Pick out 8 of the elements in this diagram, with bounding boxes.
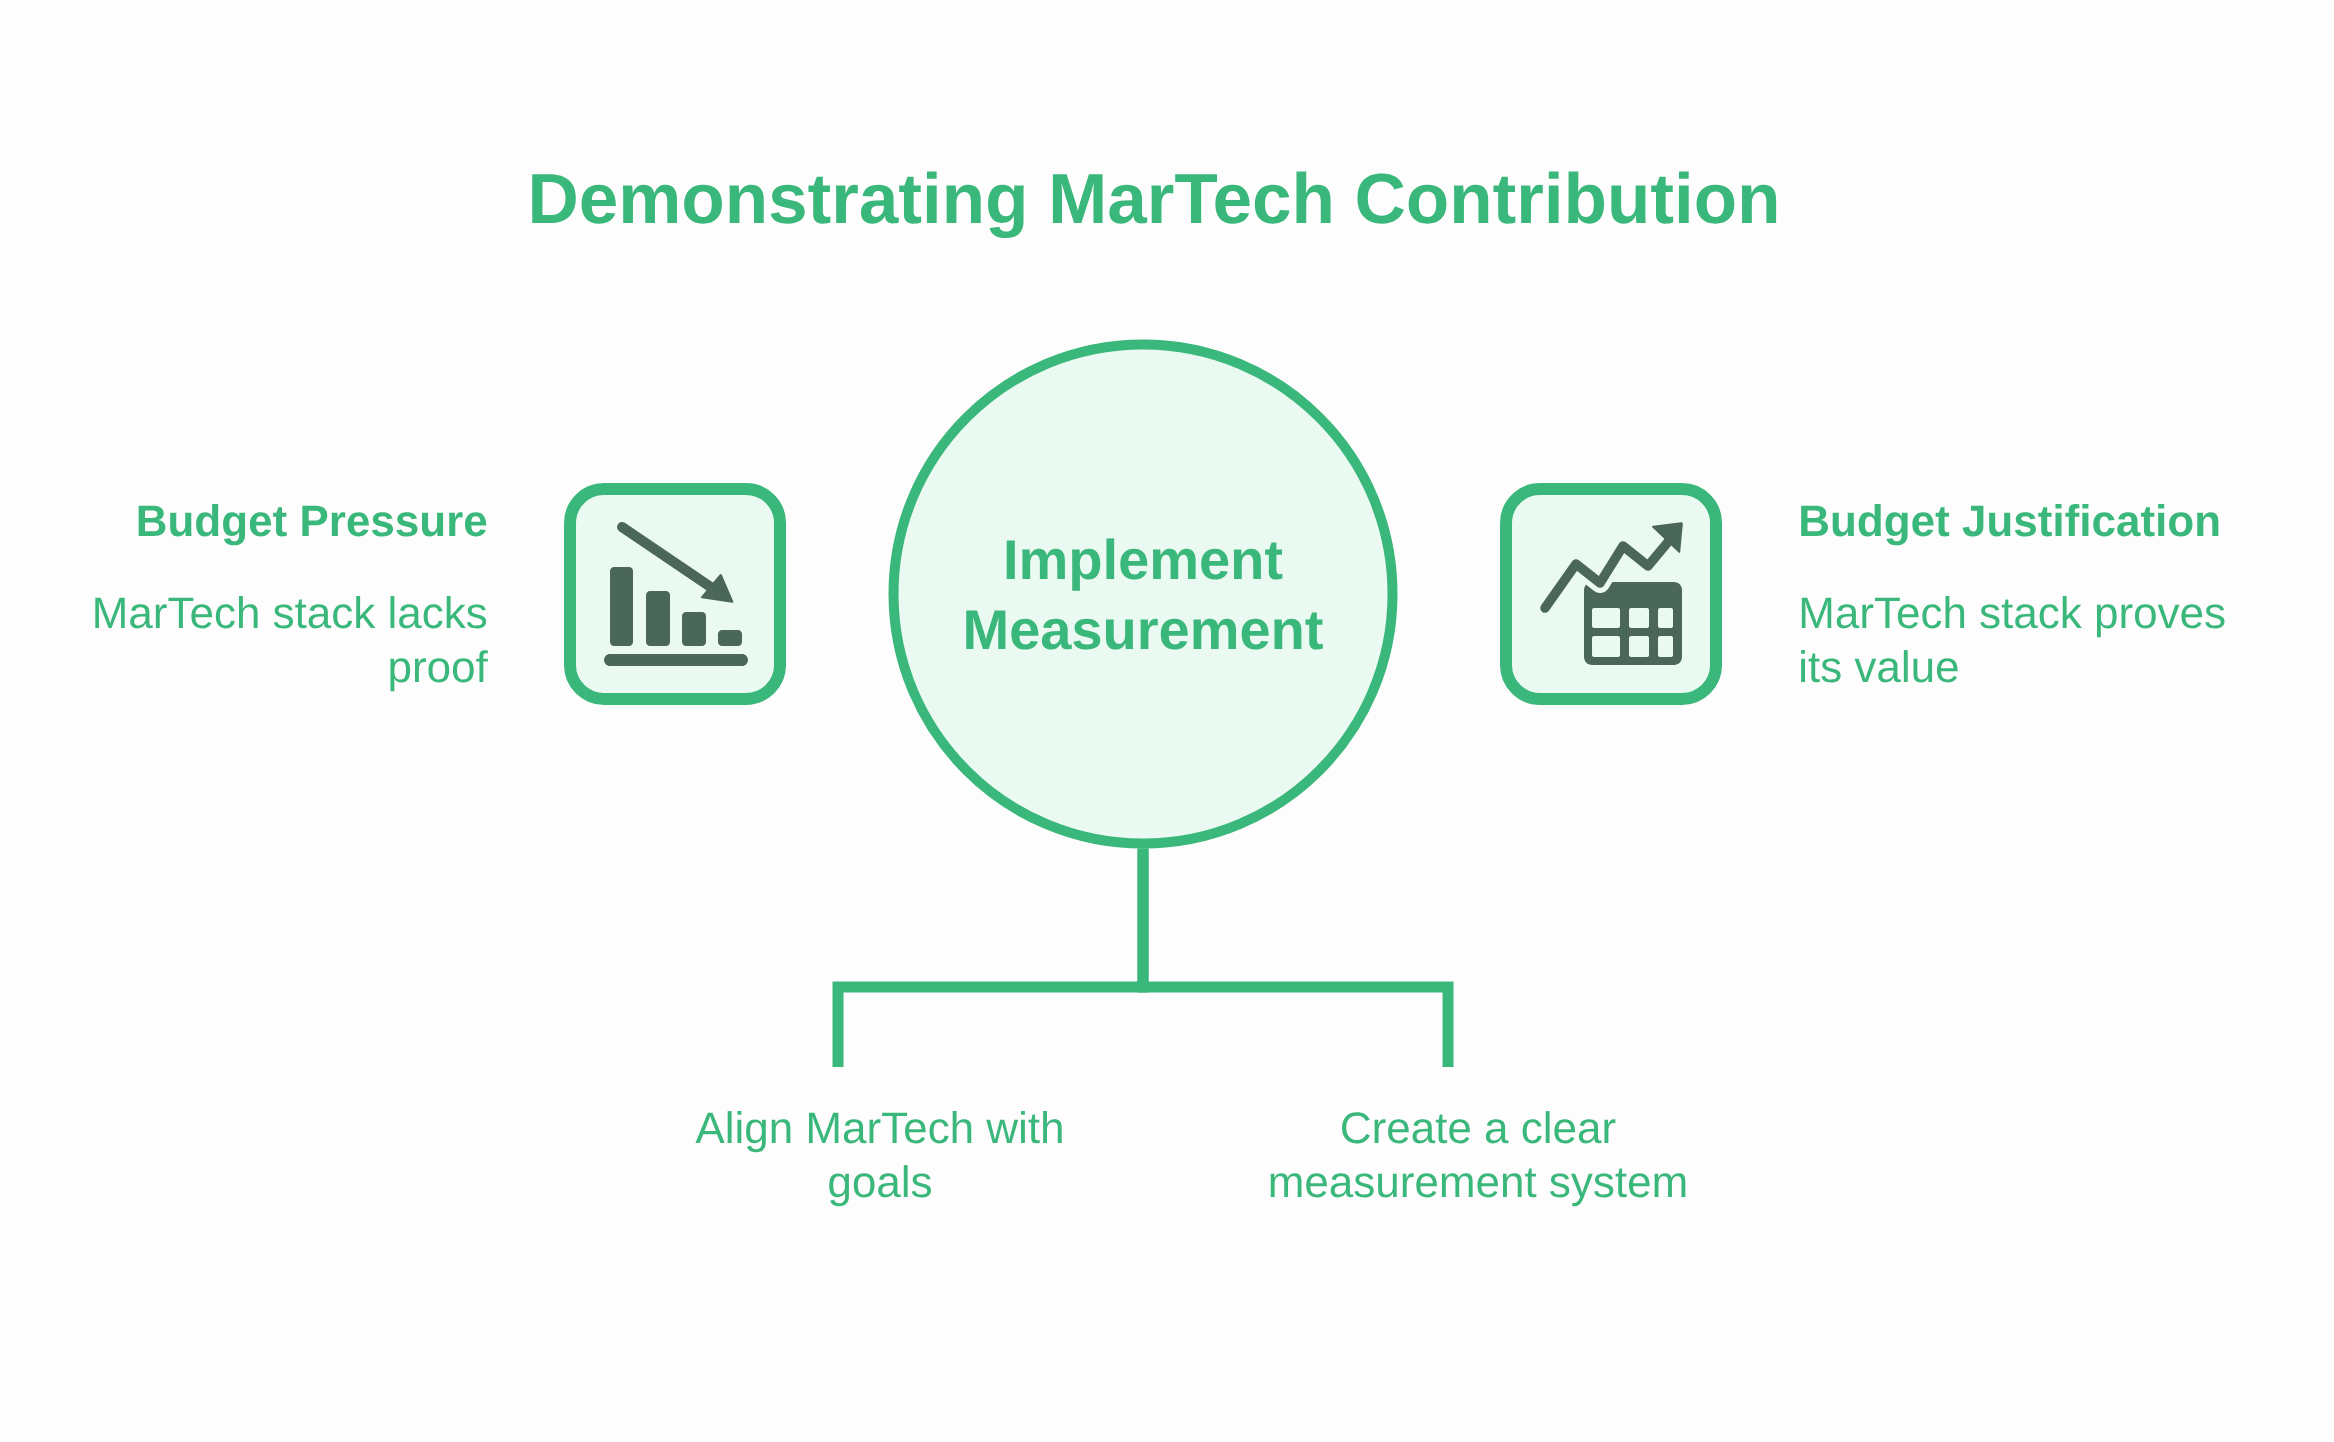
heading: Budget Justification xyxy=(1801,504,2219,546)
description: MarTech stack proves its value xyxy=(1801,596,2225,683)
branch-label: Align MarTech with goals xyxy=(695,1111,1062,1207)
branch-label: Create a clear measurement system xyxy=(1270,1111,1686,1207)
description: MarTech stack lacks proof xyxy=(95,596,488,692)
title: Demonstrating MarTech Contribution xyxy=(532,171,1777,239)
connector-line xyxy=(1137,848,1454,1068)
heading: Budget Pressure xyxy=(138,504,487,546)
